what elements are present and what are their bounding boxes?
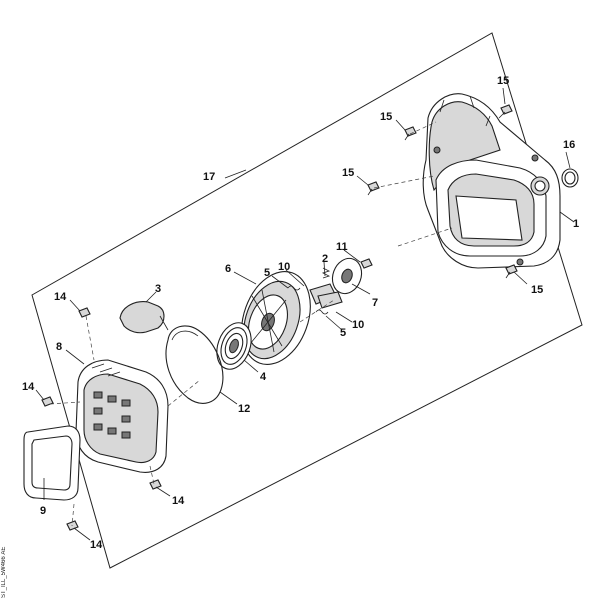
starter-rope	[165, 325, 224, 404]
callout-3: 3	[155, 283, 161, 295]
callout-10: 10	[352, 319, 364, 331]
callout-7: 7	[372, 297, 378, 309]
callout-8: 8	[56, 341, 62, 353]
callout-14: 14	[54, 291, 67, 303]
starter-cover	[75, 359, 169, 473]
cover-screw	[66, 520, 79, 531]
housing-screw	[505, 264, 518, 279]
callout-15: 15	[497, 75, 509, 87]
cover-gasket	[23, 425, 81, 501]
starter-grip	[119, 301, 169, 334]
alignment-lines	[49, 121, 453, 527]
callout-2: 2	[322, 253, 328, 265]
callout-5: 5	[264, 267, 270, 279]
housing-screw	[498, 104, 513, 119]
pawl	[317, 291, 343, 309]
callout-16: 16	[563, 139, 575, 151]
callout-9: 9	[40, 505, 46, 517]
callout-11: 11	[336, 241, 348, 253]
callout-labels: 1 2 3 4 5 5 6 7 8 9 10 10 11 12 14 14 14…	[22, 75, 579, 551]
carrier-screw	[360, 258, 373, 269]
assembly-frame	[31, 32, 583, 569]
pawl-spring	[287, 285, 301, 291]
seal-ring	[561, 168, 579, 188]
callout-14: 14	[172, 495, 185, 507]
cover-screw	[41, 396, 54, 407]
image-code: ST_ILL_5W466 AE	[1, 542, 11, 598]
cover-screw	[78, 307, 91, 318]
callout-4: 4	[260, 371, 267, 383]
callout-15: 15	[342, 167, 354, 179]
fan-housing	[422, 93, 561, 269]
compression-spring	[321, 267, 331, 279]
rewind-spring	[216, 322, 252, 370]
callout-1: 1	[573, 218, 579, 230]
housing-screw	[367, 181, 380, 196]
cover-screw	[149, 479, 162, 490]
callout-15: 15	[531, 284, 543, 296]
callout-6: 6	[225, 263, 231, 275]
callout-14: 14	[90, 539, 103, 551]
callout-12: 12	[238, 403, 250, 415]
cover-vent-grid	[93, 391, 131, 439]
rope-rotor	[241, 271, 311, 365]
image-code-sub: AE	[1, 546, 7, 555]
image-code-main: ST_ILL_5W466	[1, 556, 7, 598]
carrier	[331, 257, 363, 295]
callout-17: 17	[203, 171, 215, 183]
callout-14: 14	[22, 381, 35, 393]
leader-lines	[35, 87, 575, 541]
housing-screw	[404, 126, 417, 141]
callout-15: 15	[380, 111, 392, 123]
callout-10: 10	[278, 261, 290, 273]
callout-5: 5	[340, 327, 346, 339]
